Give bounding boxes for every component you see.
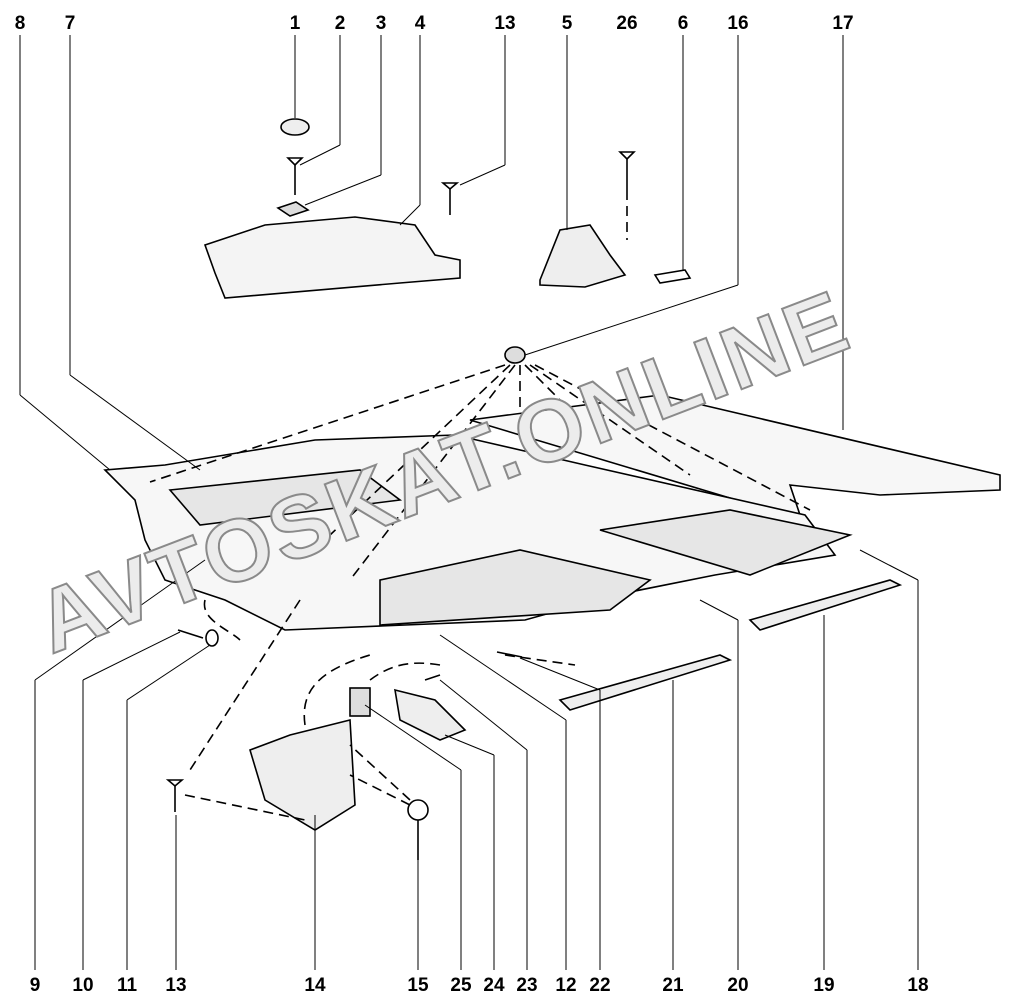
callout-2: 2 [334, 13, 346, 34]
part-screw-2 [286, 157, 304, 195]
part-bracket-14 [249, 718, 356, 831]
callout-26: 26 [616, 13, 638, 34]
callout-12: 12 [555, 975, 577, 996]
part-bolt-15 [407, 799, 429, 860]
part-screw-26 [618, 151, 636, 190]
part-cap-1 [280, 118, 310, 136]
callout-25: 25 [450, 975, 472, 996]
part-screw-6 [653, 269, 692, 284]
callout-19: 19 [813, 975, 835, 996]
part-sill-21 [558, 654, 733, 711]
callout-24: 24 [483, 975, 505, 996]
part-floor-carpet [103, 434, 853, 631]
part-console-4 [203, 216, 461, 299]
leader-lines [19, 35, 919, 970]
part-clip-3 [276, 201, 310, 217]
callout-5: 5 [561, 13, 573, 34]
callout-4: 4 [414, 13, 426, 34]
callout-6: 6 [677, 13, 689, 34]
callout-17: 17 [832, 13, 854, 34]
callout-11: 11 [116, 975, 138, 996]
callout-7: 7 [64, 13, 76, 34]
callout-13-bottom: 13 [165, 975, 187, 996]
callout-21: 21 [662, 975, 684, 996]
part-bracket-24 [394, 688, 467, 741]
part-screw-13-top [440, 182, 460, 215]
part-sill-19 [748, 579, 903, 631]
part-screw-13-bottom [165, 779, 185, 812]
callout-15: 15 [407, 975, 429, 996]
callout-23: 23 [516, 975, 538, 996]
part-screw-22 [496, 651, 523, 658]
callout-13-top: 13 [494, 13, 516, 34]
callout-16: 16 [727, 13, 749, 34]
part-cover-5 [539, 224, 627, 288]
callout-8: 8 [14, 13, 26, 34]
part-washer-11 [205, 629, 219, 647]
callout-14: 14 [304, 975, 326, 996]
callout-18: 18 [907, 975, 929, 996]
part-clip-16 [504, 346, 526, 364]
assembly-arrows [149, 190, 811, 821]
callout-10: 10 [72, 975, 94, 996]
callout-9: 9 [29, 975, 41, 996]
callout-20: 20 [727, 975, 749, 996]
part-screw-12 [424, 674, 441, 681]
callout-22: 22 [589, 975, 611, 996]
callout-3: 3 [375, 13, 387, 34]
part-screw-10 [177, 629, 204, 639]
callout-1: 1 [289, 13, 301, 34]
part-clip-25 [349, 687, 371, 717]
